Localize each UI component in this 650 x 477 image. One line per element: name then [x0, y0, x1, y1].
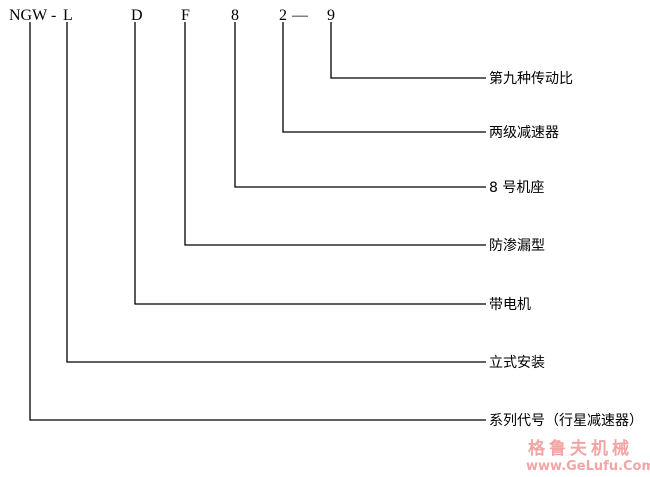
label-leakproof: 防渗漏型 [489, 238, 545, 254]
label-series-code: 系列代号（行星减速器） [489, 413, 643, 429]
code-2: 2 [279, 7, 287, 24]
leader-line-9 [330, 22, 486, 79]
leader-line-8 [234, 22, 486, 188]
leader-line-ngw [29, 22, 486, 421]
code-dash-1: - [51, 7, 56, 24]
code-l: L [63, 7, 73, 24]
label-with-motor: 带电机 [489, 297, 531, 313]
label-vertical: 立式安装 [489, 355, 545, 371]
leader-line-l [66, 22, 486, 363]
watermark-url: www.GeLufu.Com [526, 459, 650, 474]
code-f: F [181, 7, 190, 24]
code-d: D [131, 7, 143, 24]
leader-line-2 [282, 22, 486, 133]
code-dash-2: — [291, 7, 309, 24]
code-ngw: NGW [9, 7, 48, 24]
code-9: 9 [327, 7, 335, 24]
label-ratio: 第九种传动比 [489, 70, 573, 87]
label-frame-size: 8 号机座 [489, 180, 544, 196]
code-8: 8 [231, 7, 239, 24]
watermark-brand: 格鲁夫机械 [528, 438, 633, 459]
leader-line-d [134, 22, 486, 305]
label-stages: 两级减速器 [489, 125, 559, 141]
leader-line-f [184, 22, 486, 246]
